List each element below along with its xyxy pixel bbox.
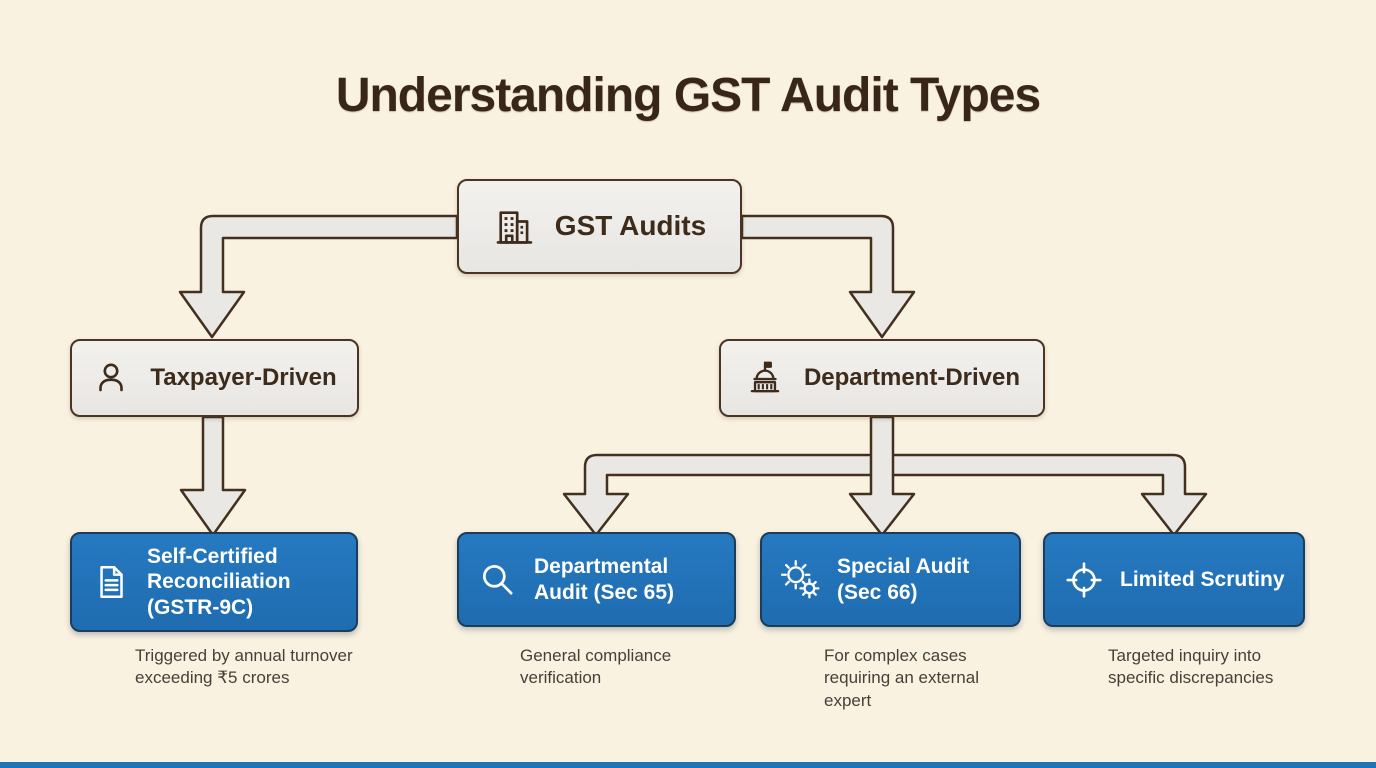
leaf-caption: Triggered by annual turnover exceeding ₹… bbox=[135, 646, 353, 688]
leaf-node-limited-scrutiny: Limited Scrutiny bbox=[1043, 532, 1305, 627]
root-node-label: GST Audits bbox=[554, 210, 707, 242]
branch-node-department-driven: Department-Driven bbox=[719, 339, 1045, 417]
leaf-caption: General compliance verification bbox=[520, 646, 672, 688]
footer-accent-bar bbox=[0, 762, 1376, 768]
root-node-gst-audits: GST Audits bbox=[457, 179, 742, 274]
crosshair-icon bbox=[1063, 559, 1105, 601]
branch-node-taxpayer-driven: Taxpayer-Driven bbox=[70, 339, 359, 417]
leaf-node-label: Self-Certified Reconciliation (GSTR-9C) bbox=[147, 544, 291, 619]
leaf-node-self-certified-reconciliation: Self-Certified Reconciliation (GSTR-9C) bbox=[70, 532, 358, 632]
gears-icon bbox=[780, 559, 822, 601]
branch-node-label: Taxpayer-Driven bbox=[150, 364, 337, 392]
arrow-root-to-taxpayer bbox=[178, 214, 459, 339]
arrow-department-split-band bbox=[562, 453, 1208, 537]
page-title: Understanding GST Audit Types bbox=[335, 69, 1041, 122]
leaf-caption: For complex cases requiring an external … bbox=[824, 646, 979, 710]
leaf-caption: Targeted inquiry into specific discrepan… bbox=[1108, 646, 1274, 688]
leaf-node-special-audit: Special Audit (Sec 66) bbox=[760, 532, 1021, 627]
branch-node-label: Department-Driven bbox=[803, 364, 1021, 392]
magnifier-icon bbox=[477, 559, 519, 601]
leaf-node-departmental-audit: Departmental Audit (Sec 65) bbox=[457, 532, 736, 627]
person-icon bbox=[92, 358, 132, 398]
arrow-taxpayer-to-leaf bbox=[179, 415, 247, 537]
government-building-icon bbox=[744, 357, 786, 399]
building-icon bbox=[493, 205, 537, 249]
arrow-root-to-department bbox=[740, 214, 916, 339]
leaf-node-label: Special Audit (Sec 66) bbox=[837, 554, 970, 604]
arrow-department-center-drop bbox=[848, 415, 916, 537]
leaf-node-label: Departmental Audit (Sec 65) bbox=[534, 554, 675, 604]
document-icon bbox=[90, 561, 132, 603]
leaf-node-label: Limited Scrutiny bbox=[1120, 567, 1285, 591]
